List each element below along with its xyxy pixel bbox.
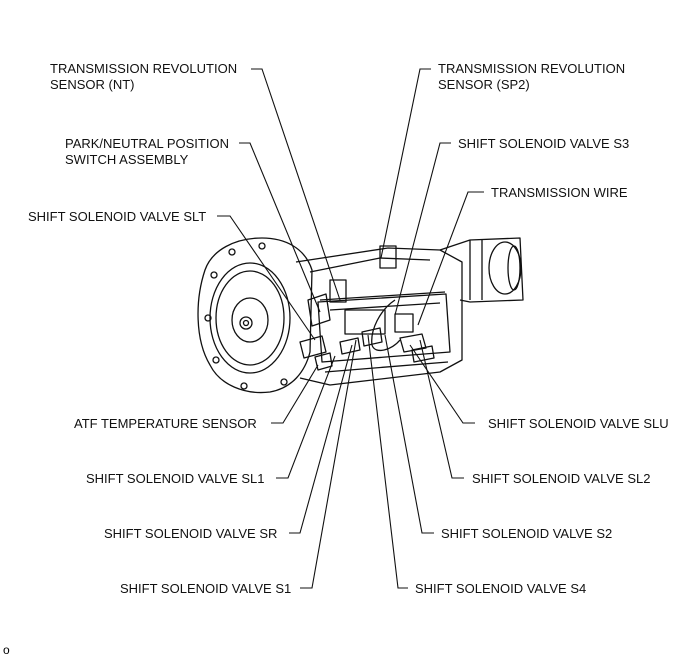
corner-mark: o bbox=[3, 643, 10, 657]
label-shift-solenoid-valve-slu: SHIFT SOLENOID VALVE SLU bbox=[488, 416, 669, 431]
label-shift-solenoid-valve-sl1: SHIFT SOLENOID VALVE SL1 bbox=[86, 471, 265, 486]
label-transmission-revolution-sensor-sp2: TRANSMISSION REVOLUTION SENSOR (SP2) bbox=[438, 61, 626, 92]
label-shift-solenoid-valve-sl2: SHIFT SOLENOID VALVE SL2 bbox=[472, 471, 651, 486]
label-atf-temperature-sensor: ATF TEMPERATURE SENSOR bbox=[74, 416, 257, 431]
label-park-neutral-position-switch: PARK/NEUTRAL POSITION SWITCH ASSEMBLY bbox=[65, 136, 229, 167]
leader-lines bbox=[217, 68, 484, 589]
label-shift-solenoid-valve-s3: SHIFT SOLENOID VALVE S3 bbox=[458, 136, 630, 151]
label-shift-solenoid-valve-s1: SHIFT SOLENOID VALVE S1 bbox=[120, 581, 292, 596]
label-shift-solenoid-valve-s2: SHIFT SOLENOID VALVE S2 bbox=[441, 526, 613, 541]
label-shift-solenoid-valve-s4: SHIFT SOLENOID VALVE S4 bbox=[415, 581, 587, 596]
label-shift-solenoid-valve-sr: SHIFT SOLENOID VALVE SR bbox=[104, 526, 278, 541]
label-transmission-wire: TRANSMISSION WIRE bbox=[491, 185, 628, 200]
label-transmission-revolution-sensor-nt: TRANSMISSION REVOLUTION SENSOR (NT) bbox=[50, 61, 238, 92]
transmission-illustration bbox=[197, 237, 524, 394]
label-shift-solenoid-valve-slt: SHIFT SOLENOID VALVE SLT bbox=[28, 209, 207, 224]
